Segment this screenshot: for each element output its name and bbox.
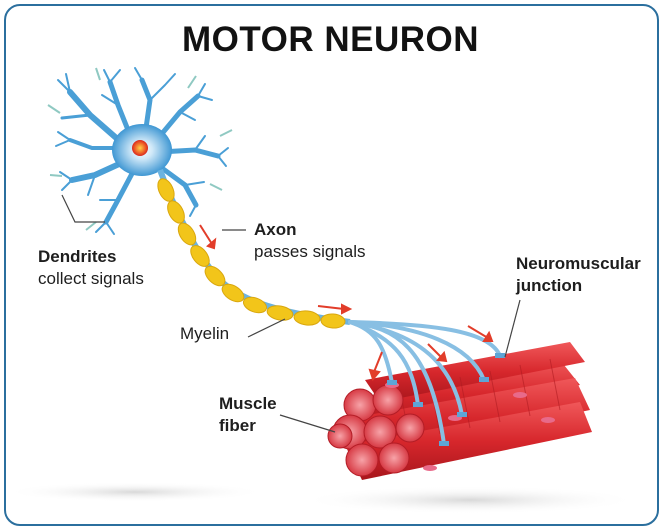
neuromuscular-junction-label: Neuromuscular junction: [516, 253, 641, 297]
axon-title: Axon: [254, 220, 297, 239]
axon-desc: passes signals: [254, 241, 366, 263]
dendrites-title: Dendrites: [38, 247, 116, 266]
nmj-line1: Neuromuscular: [516, 254, 641, 273]
dendrites-desc: collect signals: [38, 268, 144, 290]
muscle-line2: fiber: [219, 416, 256, 435]
muscle-fiber-label: Muscle fiber: [219, 393, 277, 437]
nmj-line2: junction: [516, 276, 582, 295]
axon-label: Axon passes signals: [254, 219, 366, 263]
floor-shadow-right: [300, 486, 640, 514]
diagram-title: MOTOR NEURON: [0, 20, 661, 60]
floor-shadow-left: [5, 482, 265, 502]
myelin-label: Myelin: [180, 323, 229, 345]
nucleus: [132, 140, 148, 156]
muscle-line1: Muscle: [219, 394, 277, 413]
dendrites-label: Dendrites collect signals: [38, 246, 144, 290]
